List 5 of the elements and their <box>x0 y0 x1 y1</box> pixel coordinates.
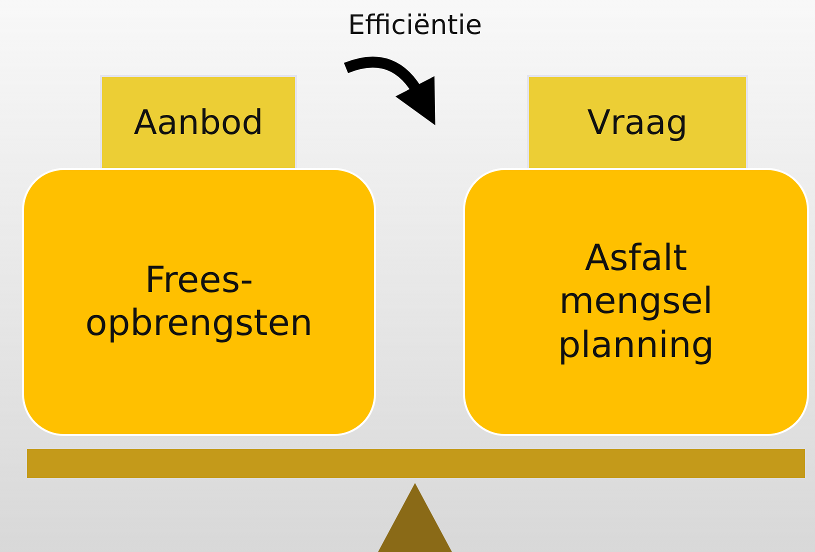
demand-tab: Vraag <box>527 75 748 170</box>
demand-box: Asfalt mengsel planning <box>463 168 809 436</box>
arrow-label: Efficiëntie <box>348 10 482 41</box>
supply-box: Frees- opbrengsten <box>22 168 376 436</box>
supply-tab: Aanbod <box>100 75 297 170</box>
